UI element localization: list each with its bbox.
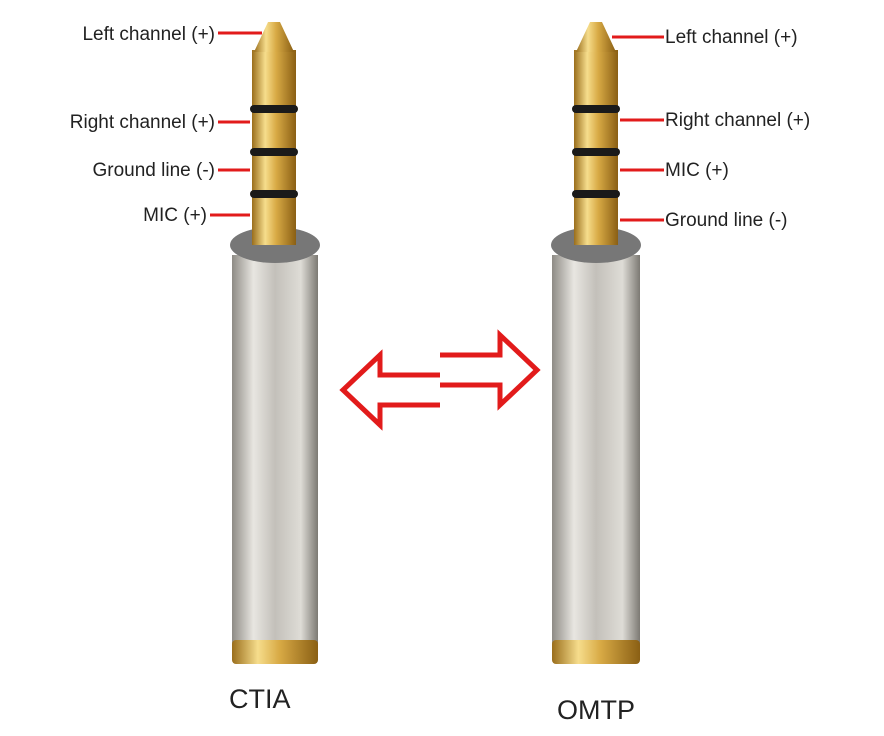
- omtp-pin-label: Right channel (+): [665, 110, 811, 131]
- omtp-pin-label: Left channel (+): [665, 27, 798, 48]
- omtp-plug: [551, 22, 664, 664]
- ctia-title: CTIA: [229, 684, 291, 714]
- ctia-plug: [210, 22, 320, 664]
- ctia-pointer-lines: [210, 31, 262, 217]
- omtp-title: OMTP: [557, 695, 635, 725]
- arrow-right-icon: [440, 329, 541, 411]
- ctia-pin-label: MIC (+): [143, 205, 207, 226]
- ctia-pin-label: Left channel (+): [82, 24, 215, 45]
- ctia-pin-label: Ground line (-): [92, 160, 216, 181]
- ctia-pin-label: Right channel (+): [69, 112, 215, 133]
- arrow-left-icon: [339, 349, 440, 431]
- omtp-pin-label: Ground line (-): [665, 210, 788, 231]
- omtp-pin-label: MIC (+): [665, 160, 729, 181]
- omtp-pointer-lines: [612, 35, 664, 222]
